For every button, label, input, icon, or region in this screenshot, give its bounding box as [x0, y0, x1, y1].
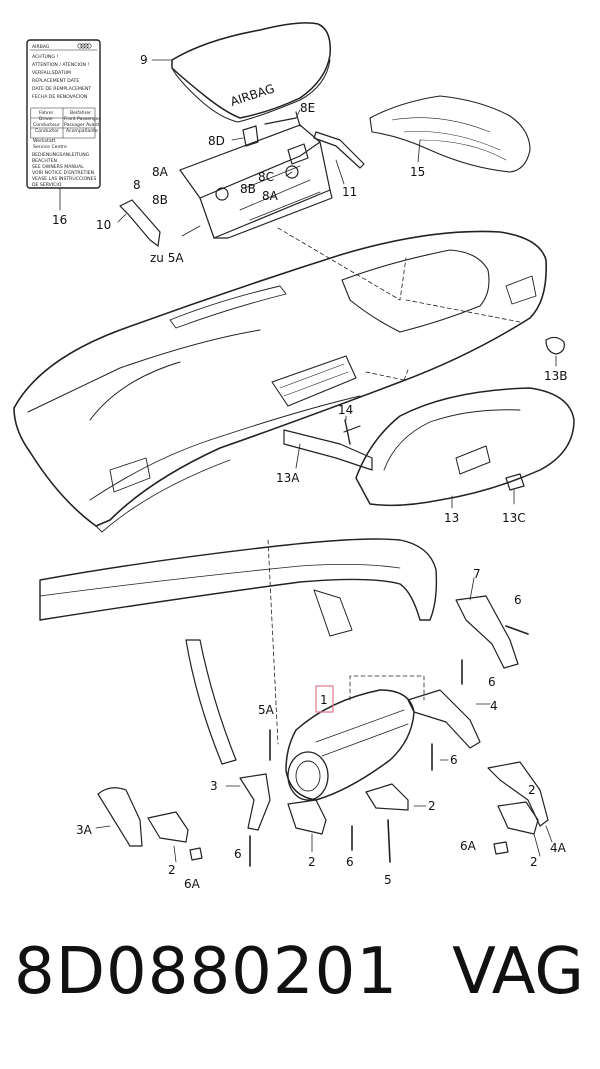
callouts: 9 16 8A 8 8B 8D 8E 8C 8B 8A 11 15 10 zu … — [52, 53, 568, 891]
svg-text:ATTENTION / ATENCION !: ATTENTION / ATENCION ! — [32, 62, 89, 68]
bracket-4A — [487, 761, 549, 827]
svg-text:11: 11 — [342, 185, 357, 199]
brand-name: VAG — [452, 935, 584, 1009]
svg-text:Acompañante: Acompañante — [66, 128, 98, 134]
svg-text:Conductor: Conductor — [35, 128, 59, 134]
bracket-10 — [119, 199, 161, 247]
bumper-13C — [505, 473, 525, 491]
bracket-2-right — [497, 801, 539, 835]
svg-text:SEE OWNERS MANUAL: SEE OWNERS MANUAL — [32, 164, 84, 170]
svg-text:Passager Avant: Passager Avant — [64, 122, 99, 128]
bracket-3A — [97, 787, 143, 847]
airbag-cover — [171, 22, 331, 123]
svg-text:Fahrer: Fahrer — [39, 110, 54, 116]
svg-text:9: 9 — [140, 53, 148, 67]
svg-text:6: 6 — [514, 593, 522, 607]
svg-text:3: 3 — [210, 779, 218, 793]
svg-text:2: 2 — [308, 855, 316, 869]
svg-text:Conducteur: Conducteur — [33, 122, 60, 128]
svg-text:DATE DE REMPLACEMENT: DATE DE REMPLACEMENT — [32, 86, 91, 92]
bumper-13B — [545, 336, 565, 355]
svg-text:DE SERVICIO: DE SERVICIO — [32, 182, 62, 188]
svg-text:4A: 4A — [550, 841, 567, 855]
screw-6-right — [505, 625, 529, 635]
nut-6A-right — [493, 841, 509, 855]
svg-text:8: 8 — [133, 178, 141, 192]
svg-text:Beifahrer: Beifahrer — [70, 110, 91, 116]
svg-text:zu 5A: zu 5A — [150, 251, 184, 265]
dashboard — [13, 230, 547, 533]
svg-text:Front Passenger: Front Passenger — [64, 116, 101, 122]
airbag-warning-label — [26, 39, 101, 189]
svg-text:VOIR NOTICE D'ENTRETIEN: VOIR NOTICE D'ENTRETIEN — [32, 170, 94, 176]
svg-text:6: 6 — [234, 847, 242, 861]
svg-text:8D: 8D — [208, 134, 225, 148]
svg-text:6: 6 — [450, 753, 458, 767]
bracket-2-left — [147, 811, 189, 843]
svg-text:REPLACEMENT DATE: REPLACEMENT DATE — [32, 78, 79, 84]
svg-text:13C: 13C — [502, 511, 526, 525]
svg-text:8C: 8C — [258, 170, 274, 184]
svg-text:5: 5 — [384, 873, 392, 887]
svg-text:VEASE LAS INSTRUCCIONES: VEASE LAS INSTRUCCIONES — [32, 176, 96, 182]
svg-text:8B: 8B — [240, 182, 256, 196]
svg-text:16: 16 — [52, 213, 67, 227]
svg-text:13B: 13B — [544, 369, 568, 383]
svg-text:2: 2 — [168, 863, 176, 877]
bracket-7 — [455, 595, 519, 669]
svg-text:6A: 6A — [460, 839, 477, 853]
hinge-13A — [283, 429, 373, 471]
bracket-4 — [407, 689, 481, 749]
cross-member — [39, 538, 438, 765]
svg-text:Service Centre: Service Centre — [33, 144, 67, 150]
svg-text:8A: 8A — [152, 165, 169, 179]
svg-text:10: 10 — [96, 218, 111, 232]
svg-text:FECHA DE RENOVACION: FECHA DE RENOVACION — [32, 94, 87, 100]
trim-strip-11 — [313, 131, 365, 169]
svg-text:4: 4 — [490, 699, 498, 713]
exploded-parts-diagram: AIRBAG ACHTUNG ! ATTENTION / ATENCION ! … — [13, 22, 575, 891]
svg-text:VERFALLSDATUM: VERFALLSDATUM — [32, 70, 71, 76]
airbag-bracket-assembly — [179, 111, 333, 239]
passenger-airbag-module — [285, 685, 415, 801]
svg-text:ACHTUNG !: ACHTUNG ! — [32, 54, 58, 60]
svg-text:BEDIENUNGSANLEITUNG: BEDIENUNGSANLEITUNG — [32, 152, 90, 158]
svg-text:6: 6 — [346, 855, 354, 869]
bracket-2-bottom — [287, 799, 327, 835]
bracket-2-center — [365, 783, 409, 811]
svg-text:Werkstatt: Werkstatt — [33, 138, 55, 144]
svg-text:Driver: Driver — [39, 116, 53, 122]
svg-text:14: 14 — [338, 403, 353, 417]
svg-text:15: 15 — [410, 165, 425, 179]
svg-text:8E: 8E — [300, 101, 315, 115]
svg-text:8B: 8B — [152, 193, 168, 207]
nut-6A-left — [189, 847, 203, 861]
svg-text:BEACHTEN: BEACHTEN — [32, 158, 57, 164]
bracket-3 — [239, 773, 271, 831]
screw-5 — [387, 819, 391, 863]
svg-text:13A: 13A — [276, 471, 300, 485]
part-number: 8D0880201 — [14, 935, 399, 1009]
svg-text:5A: 5A — [258, 703, 275, 717]
insulation-pad-15 — [369, 95, 531, 173]
glovebox — [355, 387, 575, 507]
label-card-text: AIRBAG ACHTUNG ! ATTENTION / ATENCION ! … — [32, 44, 101, 188]
audi-rings-icon — [77, 43, 83, 49]
screw-14 — [344, 419, 351, 445]
svg-text:6: 6 — [488, 675, 496, 689]
svg-text:AIRBAG: AIRBAG — [32, 44, 50, 50]
svg-text:1: 1 — [320, 693, 328, 707]
svg-text:13: 13 — [444, 511, 459, 525]
svg-text:2: 2 — [528, 783, 536, 797]
svg-text:7: 7 — [473, 567, 481, 581]
svg-text:2: 2 — [530, 855, 538, 869]
svg-text:3A: 3A — [76, 823, 93, 837]
svg-text:6A: 6A — [184, 877, 201, 891]
svg-text:8A: 8A — [262, 189, 279, 203]
svg-text:2: 2 — [428, 799, 436, 813]
cover-airbag-text: AIRBAG — [229, 81, 277, 108]
